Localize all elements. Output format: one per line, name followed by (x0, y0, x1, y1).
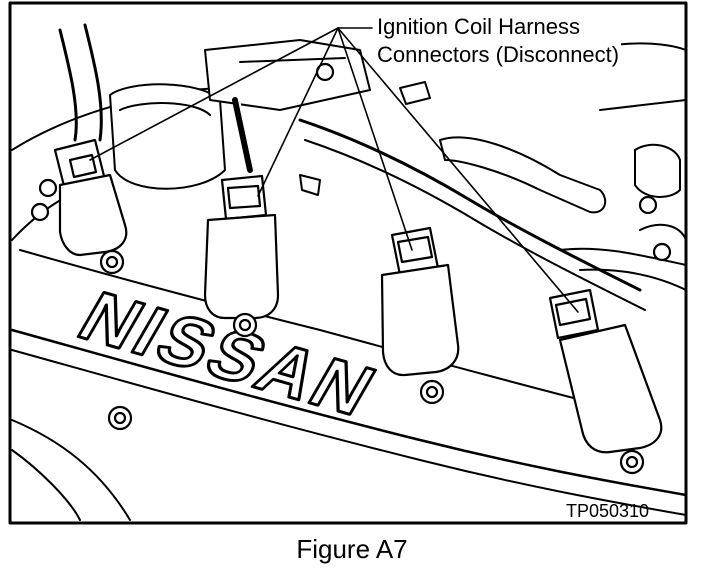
figure-caption: Figure A7 (296, 534, 408, 564)
ignition-coil-3 (380, 226, 460, 405)
valve-cover-bolts (107, 62, 335, 431)
figure-code: TP050310 (566, 501, 650, 521)
ignition-coil-1 (30, 138, 128, 275)
ignition-coil-4 (548, 195, 672, 475)
callout-leader-lines (89, 27, 579, 313)
engine-background (10, 23, 688, 521)
callout-label-line1: Ignition Coil Harness (375, 14, 582, 39)
ignition-coil-2 (203, 97, 280, 338)
callout-label-line2: Connectors (Disconnect) (375, 42, 622, 67)
